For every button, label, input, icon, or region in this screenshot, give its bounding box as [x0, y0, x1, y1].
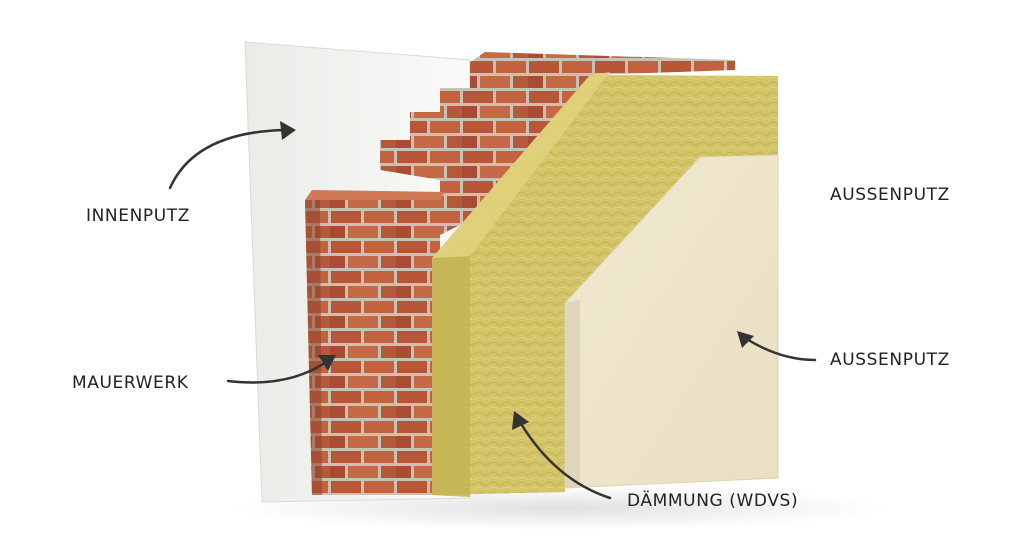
- arrow-innenputz: [168, 128, 287, 190]
- label-innenputz: INNENPUTZ: [86, 206, 191, 226]
- exterior-plaster-layer: [564, 154, 779, 489]
- pointer-arrows: [168, 128, 817, 500]
- arrowhead-daemmung: [512, 411, 529, 430]
- masonry-layer: [305, 52, 735, 495]
- arrowhead-aussenputz: [737, 331, 754, 348]
- arrowhead-mauerwerk: [318, 355, 336, 371]
- label-aussenputz-top: AUSSENPUTZ: [830, 185, 950, 205]
- label-mauerwerk: MAUERWERK: [72, 373, 189, 393]
- arrow-daemmung: [518, 420, 612, 500]
- label-daemmung: DÄMMUNG (WDVS): [627, 491, 799, 511]
- insulation-layer: [432, 72, 778, 497]
- arrow-mauerwerk: [226, 360, 328, 384]
- label-aussenputz: AUSSENPUTZ: [830, 350, 950, 370]
- arrow-heads: [280, 121, 754, 430]
- arrow-aussenputz: [743, 336, 817, 362]
- arrowhead-innenputz: [280, 121, 296, 140]
